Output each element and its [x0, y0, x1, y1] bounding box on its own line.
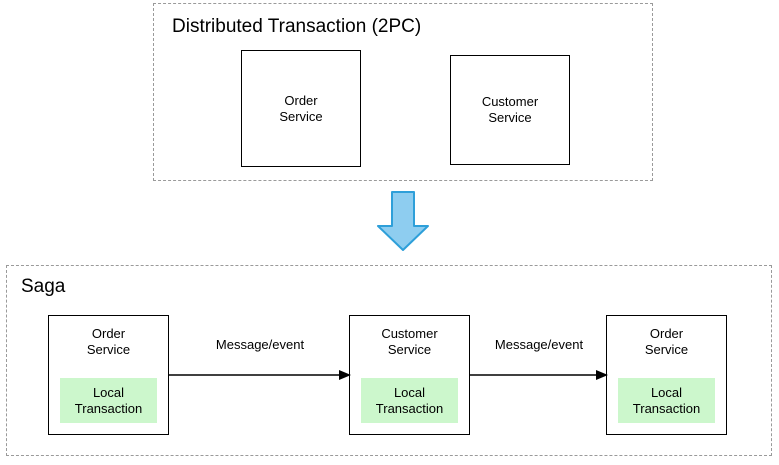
saga-step-service-label: Order Service — [86, 326, 131, 357]
service-box-label: Customer Service — [481, 94, 539, 125]
service-box-label: Order Service — [279, 92, 323, 124]
service-box-order-2pc: Order Service — [241, 50, 361, 167]
group-title-saga: Saga — [21, 276, 66, 297]
flow-arrow-1 — [169, 370, 351, 380]
saga-step-order-service-2: Order Service Local Transaction — [606, 315, 727, 435]
group-distributed-transaction: Distributed Transaction (2PC) — [153, 3, 653, 181]
saga-step-customer-service: Customer Service Local Transaction — [349, 315, 470, 435]
saga-step-service-label: Customer Service — [381, 326, 438, 357]
flow-arrow-2 — [470, 370, 608, 380]
local-transaction-badge: Local Transaction — [618, 378, 715, 423]
local-transaction-badge: Local Transaction — [361, 378, 458, 423]
service-box-customer-2pc: Customer Service — [450, 55, 570, 165]
group-saga: Saga — [6, 265, 772, 456]
local-transaction-badge: Local Transaction — [60, 378, 157, 423]
connector-label-message-event-2: Message/event — [494, 337, 584, 352]
saga-step-service-label: Order Service — [644, 326, 689, 357]
connector-label-message-event-1: Message/event — [215, 337, 305, 352]
down-arrow-icon — [377, 191, 429, 251]
group-title-distributed-transaction: Distributed Transaction (2PC) — [172, 16, 422, 37]
saga-step-order-service-1: Order Service Local Transaction — [48, 315, 169, 435]
